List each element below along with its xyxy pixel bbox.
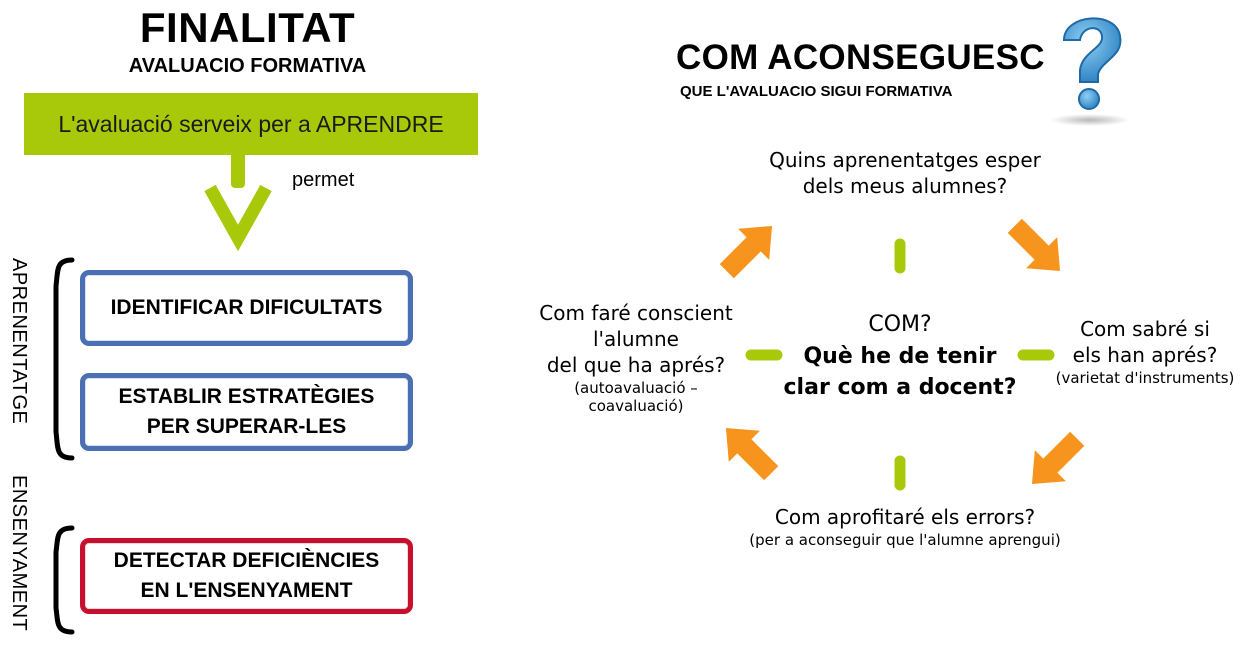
question-right-note: (varietat d'instruments) [1055,369,1235,387]
bracket-teaching [53,525,75,635]
arrow-upper-right-icon [1007,218,1061,272]
question-top-line1: Quins aprenentatges esper [769,148,1041,172]
connector-label: permet [292,169,355,191]
question-top: Quins aprenentatges esper dels meus alum… [760,147,1050,199]
center-heading: COM? [868,312,932,337]
question-bottom-note: (per a aconseguir que l'alumne aprengui) [749,531,1061,549]
box-strategies-text: ESTABLIR ESTRATÈGIES PER SUPERAR-LES [119,382,375,442]
box-identify-difficulties: IDENTIFICAR DIFICULTATS [80,270,413,346]
group-label-teaching: ENSENYAMENT [8,475,30,632]
center-question-line2: clar com a docent? [783,375,1017,400]
arrow-upper-left-icon [719,225,773,279]
arrow-lower-left-icon [725,427,779,481]
box-detect-text: DETECTAR DEFICIÈNCIES EN L'ENSENYAMENT [114,546,380,606]
question-right-line2: els han aprés? [1072,343,1218,367]
right-title: COM ACONSEGUESC [676,38,1045,77]
arrow-lower-right-icon [1031,431,1085,485]
question-left-line2: l'alumne [592,327,679,351]
purpose-banner: L'avaluació serveix per a APRENDRE [24,93,478,155]
box-strategies-line1: ESTABLIR ESTRATÈGIES [118,385,375,408]
box-identify-text: IDENTIFICAR DIFICULTATS [110,296,383,319]
box-detect-line1: DETECTAR DEFICIÈNCIES [113,549,380,572]
box-strategies-line2: PER SUPERAR-LES [146,415,347,438]
right-subtitle: QUE L'AVALUACIO SIGUI FORMATIVA [680,83,953,100]
group-label-learning: APRENENTATGE [8,258,30,425]
center-question-line1: Què he de tenir [803,344,997,369]
purpose-banner-text: L'avaluació serveix per a APRENDRE [58,110,444,137]
question-left-note2: coavaluació) [588,397,684,415]
box-detect-deficiencies: DETECTAR DEFICIÈNCIES EN L'ENSENYAMENT [80,538,413,614]
box-establish-strategies: ESTABLIR ESTRATÈGIES PER SUPERAR-LES [80,373,413,451]
question-left: Com faré conscient l'alumne del que ha a… [528,300,744,416]
down-arrow-icon [204,150,272,252]
center-question: Què he de tenir clar com a docent? [770,341,1030,403]
question-top-line2: dels meus alumnes? [802,174,1008,198]
question-right: Com sabré si els han aprés? (varietat d'… [1040,316,1250,388]
question-left-line3: del que ha aprés? [546,353,726,377]
question-right-line1: Com sabré si [1080,317,1210,341]
question-left-line1: Com faré conscient [539,301,733,325]
question-bottom: Com aprofitaré els errors? (per a aconse… [720,504,1090,550]
left-title: FINALITAT [139,4,356,51]
question-left-note1: (autoavaluació – [574,379,698,397]
question-bottom-line1: Com aprofitaré els errors? [774,505,1036,529]
question-mark-icon [1050,17,1130,126]
bracket-learning [53,257,75,461]
left-subtitle: AVALUACIO FORMATIVA [128,55,367,77]
box-detect-line2: EN L'ENSENYAMENT [140,579,353,602]
